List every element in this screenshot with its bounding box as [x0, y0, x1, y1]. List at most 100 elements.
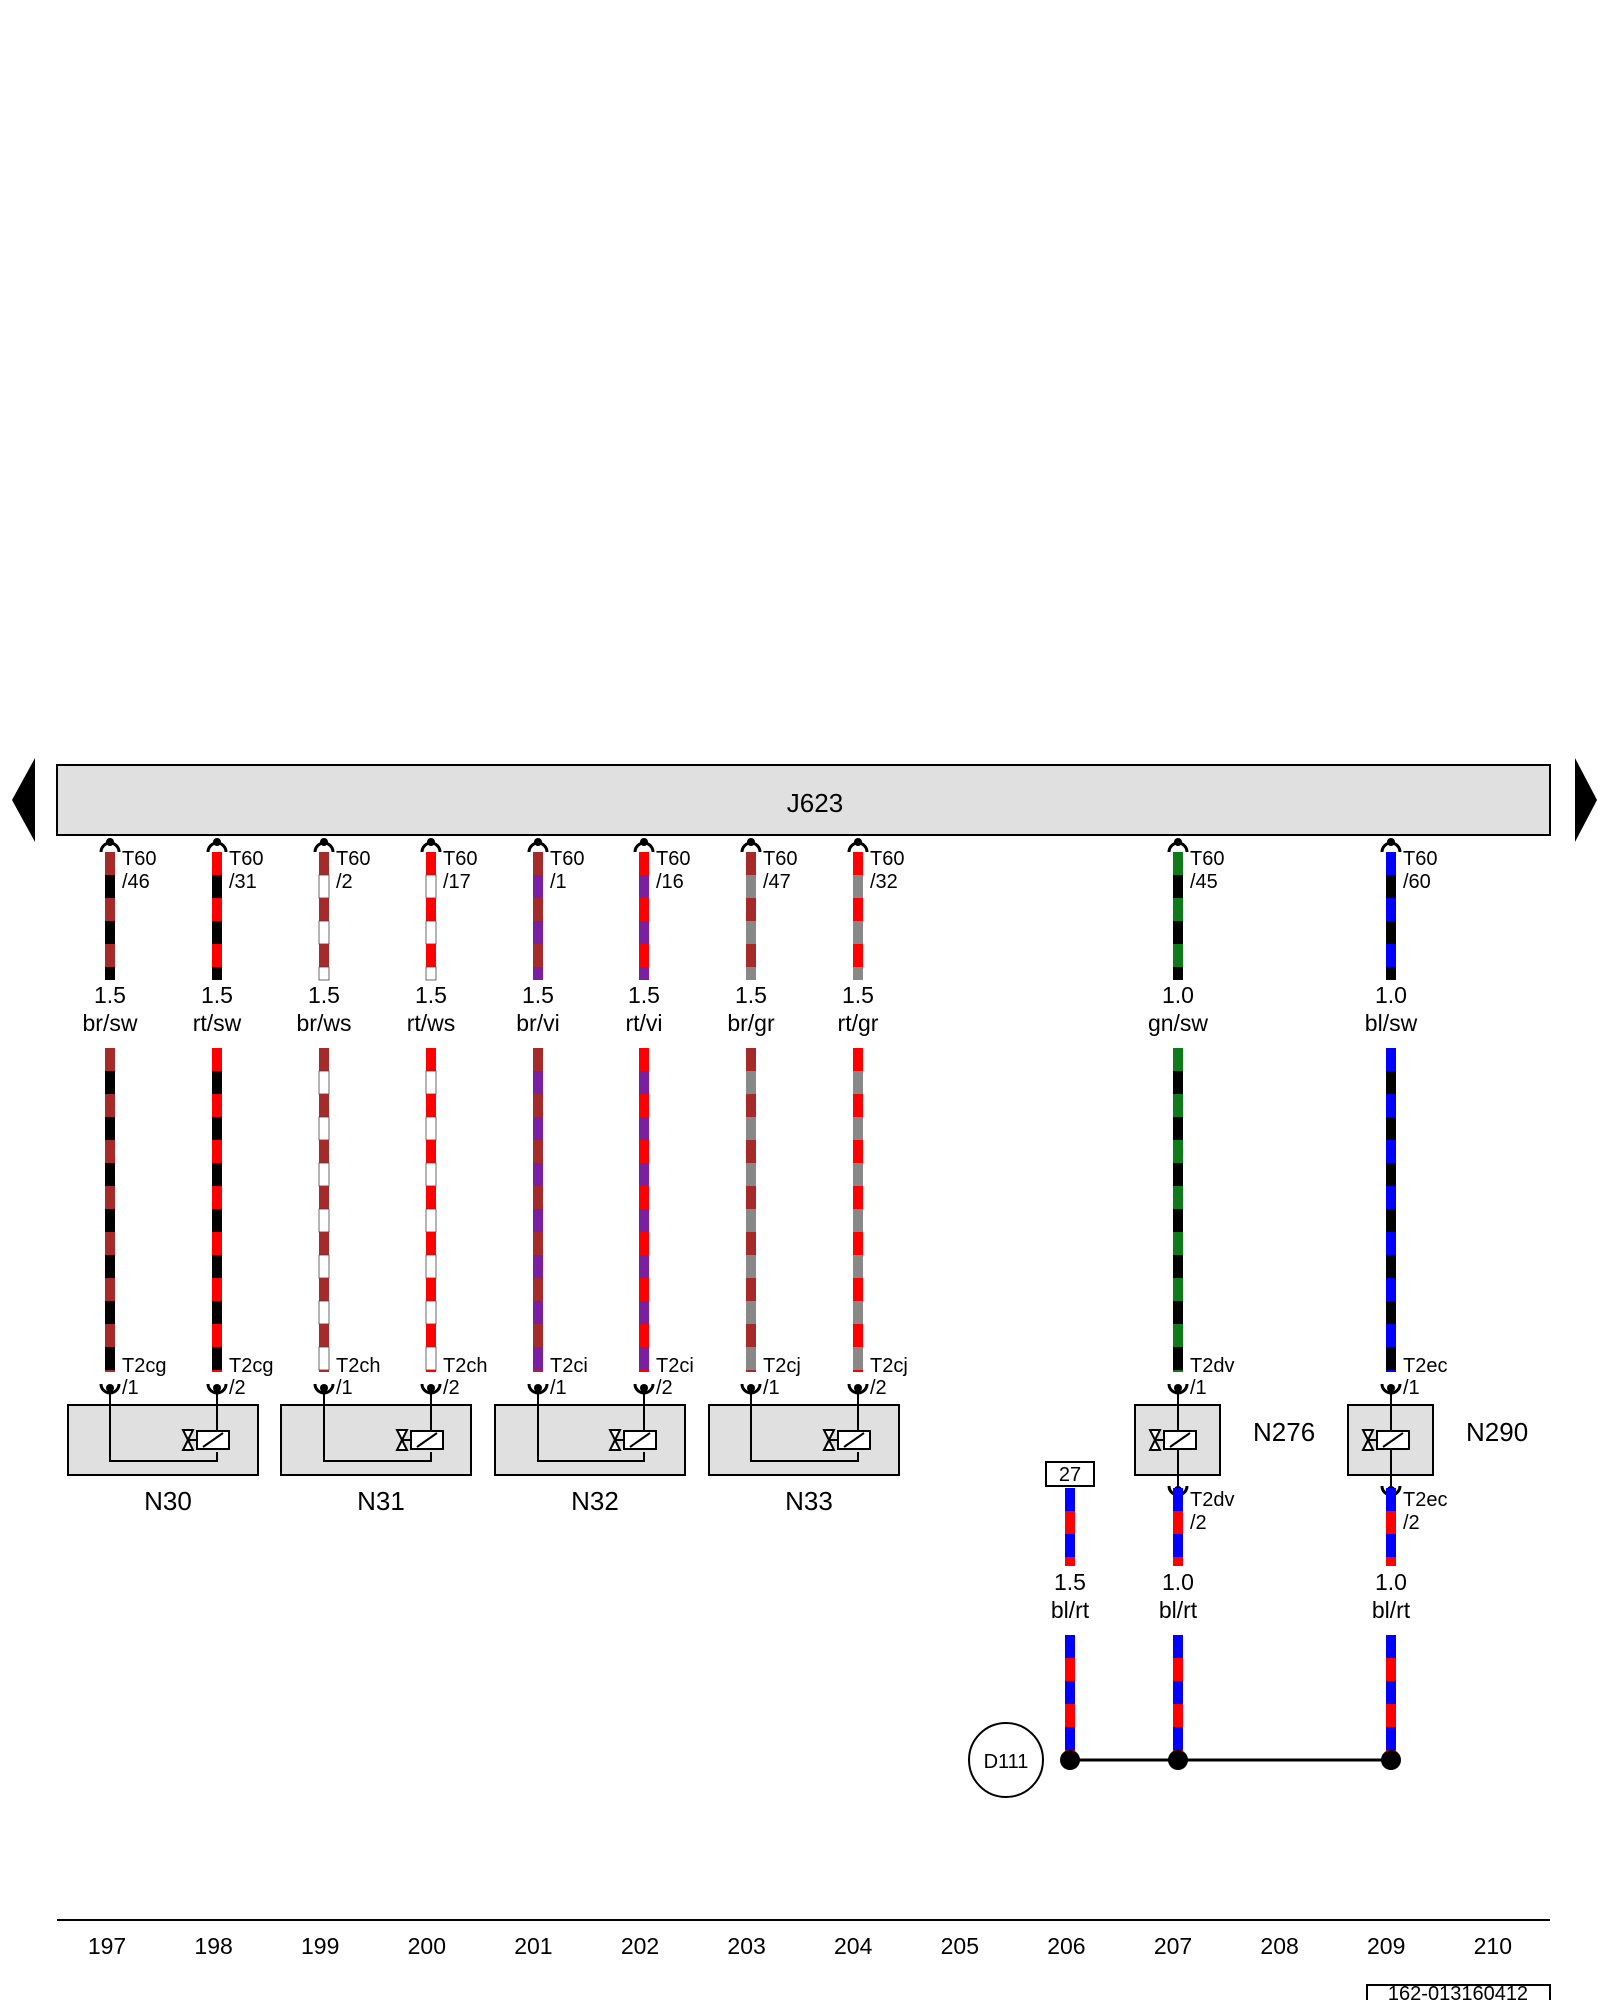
pin-top-label: T60 [870, 848, 904, 870]
pin-bottom-label: T2cj [870, 1355, 908, 1377]
wire-size: 1.5 [842, 982, 874, 1008]
connector-top-icon [1167, 838, 1189, 853]
wire-segment-lower [1173, 1635, 1183, 1760]
connector-bottom-icon [313, 1383, 335, 1395]
solenoid-valve-icon [822, 1429, 871, 1451]
column-number: 199 [301, 1933, 339, 1959]
pin-label: T2dv [1190, 1489, 1234, 1511]
wire-color-code: bl/rt [1159, 1597, 1198, 1623]
pin-bottom-number: /1 [763, 1377, 780, 1399]
connector-bottom-icon [527, 1383, 549, 1395]
pin-bottom-label: T2ci [550, 1355, 588, 1377]
wire-color-code: rt/gr [838, 1010, 879, 1036]
connector-bottom-icon [740, 1383, 762, 1395]
pin-bottom-number: /1 [1190, 1377, 1207, 1399]
wire-segment-upper [212, 852, 222, 980]
wire-size: 1.0 [1375, 1569, 1407, 1595]
pin-top-label: T60 [763, 848, 797, 870]
connector-bottom-icon [1167, 1383, 1189, 1395]
wire-segment-lower [105, 1048, 115, 1372]
column-number: 201 [514, 1933, 552, 1959]
connector-bottom-icon [99, 1383, 121, 1395]
pin-top-label: T60 [656, 848, 690, 870]
wire-segment-lower [425, 1048, 437, 1372]
connector-top-icon [1380, 838, 1402, 853]
wire-segment-upper [318, 852, 330, 981]
pin-top-number: /47 [763, 871, 791, 893]
pin-bottom-label: T2cj [763, 1355, 801, 1377]
ground-wire-2: T2dv/21.0bl/rt [1159, 1485, 1234, 1770]
valve-label: N276 [1253, 1417, 1315, 1447]
solenoid-valve-icon [1148, 1429, 1197, 1451]
valve-n276: N276 [1134, 1392, 1315, 1488]
pin-top-number: /60 [1403, 871, 1431, 893]
wire-size: 1.0 [1375, 982, 1407, 1008]
wire-segment-upper [1386, 1488, 1396, 1566]
pin-bottom-label: T2ch [336, 1355, 380, 1377]
wire-size: 1.0 [1162, 982, 1194, 1008]
ground-connection-label: D111 [984, 1751, 1029, 1773]
pin-number: /2 [1190, 1512, 1207, 1534]
wire-segment-upper [1065, 1488, 1075, 1566]
footer-code-box [1366, 1984, 1551, 2000]
column-number: 209 [1367, 1933, 1405, 1959]
pin-top-label: T60 [443, 848, 477, 870]
pin-top-label: T60 [229, 848, 263, 870]
connector-bottom-icon [847, 1383, 869, 1395]
pin-top-label: T60 [550, 848, 584, 870]
column-number: 207 [1154, 1933, 1192, 1959]
pin-top-number: /46 [122, 871, 150, 893]
pin-top-label: T60 [1190, 848, 1224, 870]
column-number: 197 [88, 1933, 126, 1959]
pin-top-number: /1 [550, 871, 567, 893]
pin-bottom-number: /1 [336, 1377, 353, 1399]
wire-size: 1.5 [94, 982, 126, 1008]
wire-size: 1.5 [1054, 1569, 1086, 1595]
left-arrow-icon [12, 758, 35, 842]
connector-bottom-icon [206, 1383, 228, 1395]
right-arrow-icon [1575, 758, 1597, 842]
column-number: 205 [941, 1933, 979, 1959]
pin-bottom-label: T2dv [1190, 1355, 1234, 1377]
wire-segment-upper [639, 852, 649, 980]
column-number: 210 [1474, 1933, 1512, 1959]
pin-number: /2 [1403, 1512, 1420, 1534]
ground-wiring-layer: 271.5bl/rtT2dv/21.0bl/rtT2ec/21.0bl/rtD1… [968, 1461, 1447, 1798]
connector-top-icon [313, 838, 335, 853]
wire-color-code: gn/sw [1148, 1010, 1208, 1036]
ground-wire-3: T2ec/21.0bl/rt [1372, 1485, 1447, 1770]
valve-n290: N290 [1347, 1392, 1528, 1488]
wire-color-code: rt/ws [407, 1010, 456, 1036]
column-number: 206 [1047, 1933, 1085, 1959]
wire-color-code: br/gr [727, 1010, 775, 1036]
connector-top-icon [420, 838, 442, 853]
solenoid-valve-icon [395, 1429, 444, 1451]
pin-bottom-number: /1 [1403, 1377, 1420, 1399]
wire-color-code: bl/rt [1372, 1597, 1411, 1623]
pin-bottom-number: /2 [443, 1377, 460, 1399]
connector-top-icon [99, 838, 121, 853]
valve-label: N32 [571, 1486, 619, 1516]
connector-top-icon [206, 838, 228, 853]
pin-bottom-label: T2cg [229, 1355, 273, 1377]
connector-bottom-icon [1380, 1383, 1402, 1395]
pin-top-number: /17 [443, 871, 471, 893]
connector-bottom-icon [420, 1383, 442, 1395]
wire-segment-lower [1173, 1048, 1183, 1372]
pin-bottom-number: /2 [656, 1377, 673, 1399]
wire-color-code: br/ws [297, 1010, 352, 1036]
wire-segment-upper [425, 852, 437, 981]
wire-segment-upper [533, 852, 543, 980]
solenoid-valve-icon [608, 1429, 657, 1451]
valve-label: N290 [1466, 1417, 1528, 1447]
pin-top-label: T60 [122, 848, 156, 870]
pin-bottom-label: T2ec [1403, 1355, 1447, 1377]
footer-code: 162-013160412 [1388, 1983, 1528, 2000]
wire-color-code: br/vi [516, 1010, 559, 1036]
wire-segment-lower [212, 1048, 222, 1372]
